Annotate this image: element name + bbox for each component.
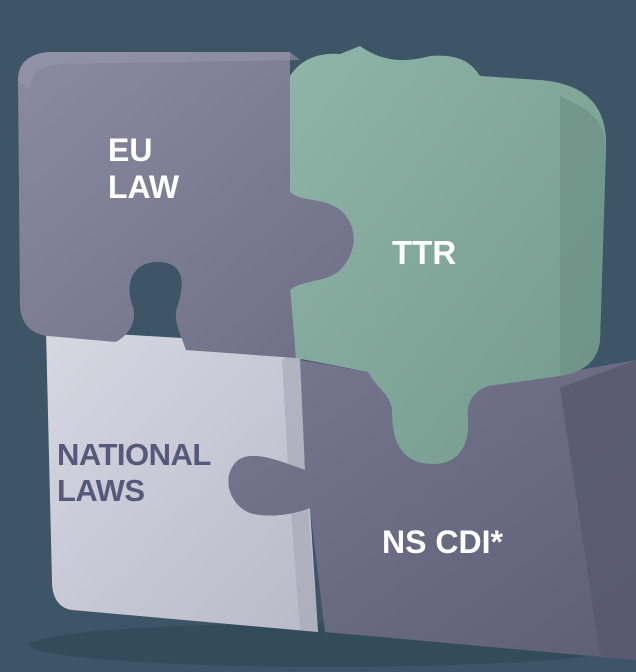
label-national-laws-line-1: NATIONAL bbox=[57, 437, 211, 472]
label-eu-law: EU LAW bbox=[108, 132, 179, 206]
label-ns-cdi: NS CDI* bbox=[382, 524, 503, 561]
label-eu-law-line-2: LAW bbox=[108, 168, 180, 205]
piece-ttr bbox=[290, 46, 607, 465]
piece-eu-law bbox=[18, 52, 354, 358]
label-eu-law-line-1: EU bbox=[108, 132, 153, 168]
label-ttr-line-1: TTR bbox=[392, 234, 457, 271]
label-ttr: TTR bbox=[392, 234, 456, 272]
piece-ns-cdi bbox=[228, 360, 636, 660]
label-national-laws-line-2: LAWS bbox=[57, 472, 145, 508]
label-ns-cdi-line-1: NS CDI* bbox=[382, 524, 503, 560]
label-national-laws: NATIONAL LAWS bbox=[57, 437, 211, 508]
